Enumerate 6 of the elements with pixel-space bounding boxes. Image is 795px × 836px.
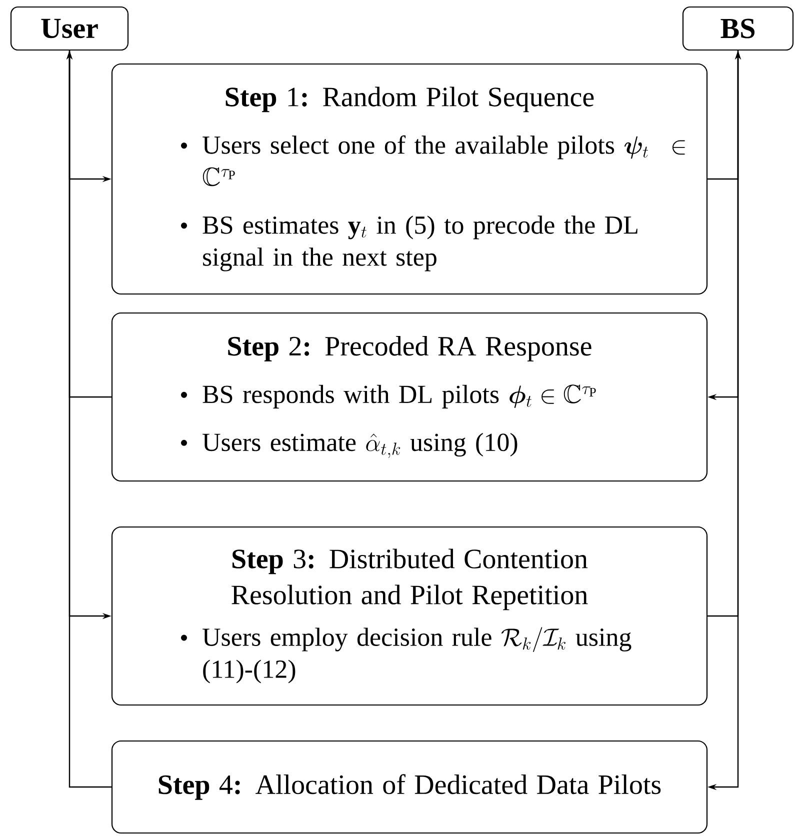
step-box: Step 4: Allocation of Dedicated Data Pilots [111,740,708,834]
actor-box: User [10,6,129,51]
step-box: Step 1: Random Pilot Sequence Users select one of the available pilots $\boldsymbol{\psi}_t \in \mathbb{C}^{\tau_\mathrm{P}}$ BS estimates $\mathbf{y}_t$ in (5) to precode the DL signal in the next step [111,63,708,295]
actor-box: BS [682,6,794,51]
step-box: Step 2: Precoded RA Response BS responds with DL pilots $\boldsymbol{\phi}_t \in \mathbb{C}^{\tau_\mathrm{P}}$ Users estimate $\hat{\alpha}_{t,k}$ using (10) [111,312,708,482]
step-box: Step 3: Distributed Contention Resolution and Pilot Repetition Users employ decision rule $\mathcal{R}_k/\mathcal{I}_k$ using (11)-(12) [111,526,708,706]
